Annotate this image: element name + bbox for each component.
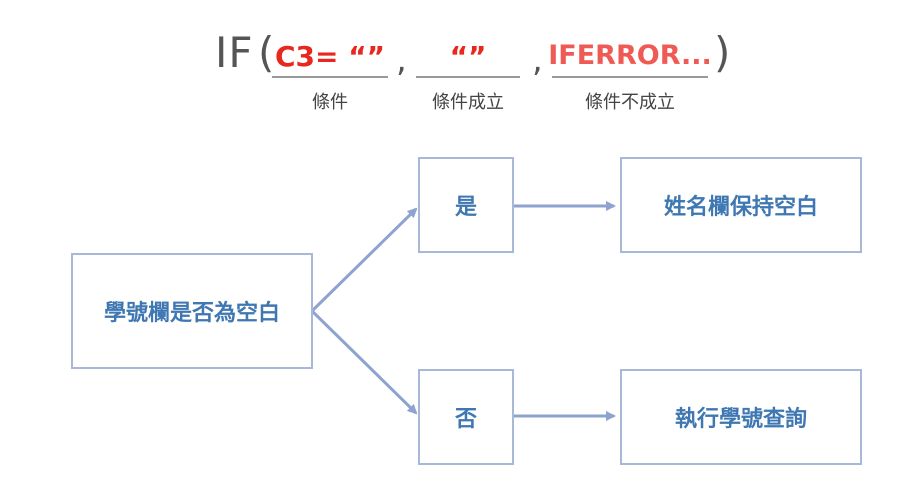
formula-arg-condition: C3= “” — [274, 40, 386, 73]
formula-arg-false-underline — [552, 76, 708, 78]
arrow-decision-to-no — [310, 309, 418, 415]
no-result-text: 執行學號查詢 — [674, 407, 807, 432]
yes-box: 是 — [418, 157, 514, 253]
formula-label-false: 條件不成立 — [585, 92, 675, 113]
no-text: 否 — [454, 407, 477, 432]
yes-result-box: 姓名欄保持空白 — [620, 157, 862, 253]
yes-result-text: 姓名欄保持空白 — [663, 195, 818, 220]
formula-comma-2: , — [532, 40, 543, 80]
yes-text: 是 — [454, 195, 477, 220]
formula-arg-true: “” — [449, 40, 487, 73]
decision-text: 學號欄是否為空白 — [103, 301, 280, 326]
no-result-box: 執行學號查詢 — [620, 369, 862, 465]
formula-label-condition: 條件 — [312, 92, 348, 113]
no-box: 否 — [418, 369, 514, 465]
formula-arg-false: IFERROR... — [548, 40, 712, 71]
arrow-decision-to-yes — [310, 207, 418, 313]
formula-function-name: IF — [215, 28, 254, 77]
formula-close-paren: ) — [714, 28, 731, 77]
formula-arg-condition-underline — [272, 76, 388, 78]
if-formula: IF ( C3= “” 條件 , “” 條件成立 , IFERROR... 條件… — [0, 0, 914, 120]
formula-label-true: 條件成立 — [432, 92, 504, 113]
decision-box: 學號欄是否為空白 — [71, 253, 313, 369]
formula-arg-true-underline — [416, 76, 520, 78]
formula-comma-1: , — [396, 40, 407, 80]
formula-open-paren: ( — [258, 28, 275, 77]
